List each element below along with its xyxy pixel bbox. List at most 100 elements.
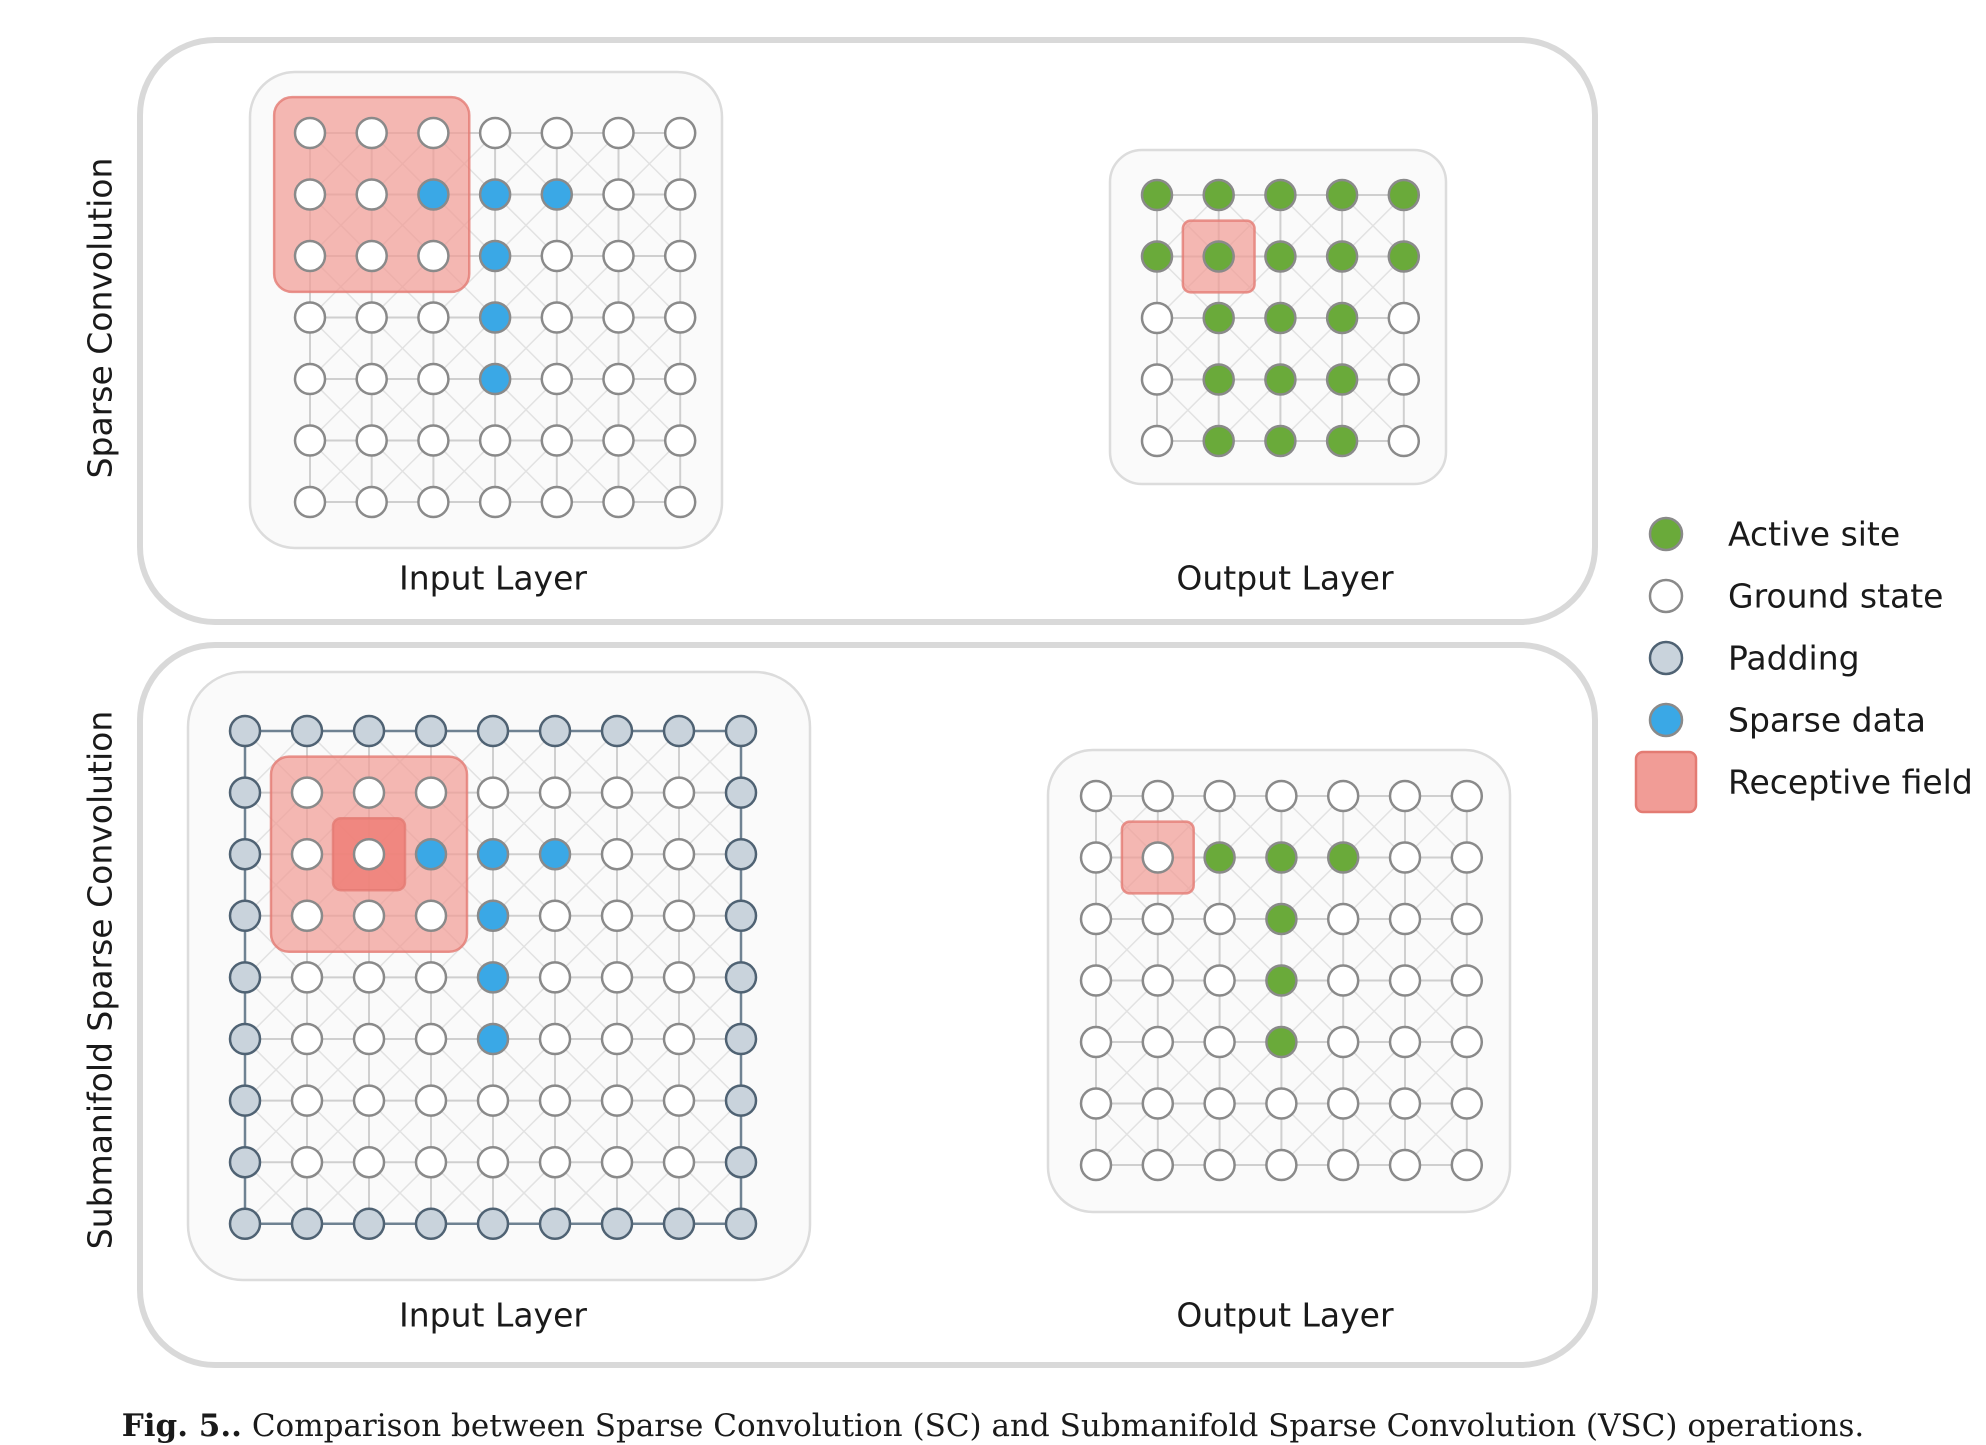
active-site-node [1325, 178, 1359, 212]
ground-state-node [540, 301, 574, 334]
active-site-node [1202, 363, 1235, 396]
active-site-node [1202, 178, 1235, 212]
ground-state-node [1141, 1087, 1175, 1120]
ground-state-node [538, 776, 572, 809]
padding-node [724, 714, 758, 748]
ground-state-node [663, 178, 697, 211]
ground-state-node [1079, 1148, 1113, 1182]
active-site-node [1325, 424, 1359, 458]
padding-node [228, 1022, 262, 1056]
active-site-node [1265, 902, 1298, 936]
active-site-node [1264, 301, 1297, 335]
padding-node [724, 1207, 758, 1241]
receptive-field-icon [1634, 750, 1698, 814]
sparse-data-node [476, 1022, 510, 1056]
sparse-data-node [476, 961, 510, 994]
active-site-node [1140, 178, 1174, 212]
ground-state-node [540, 239, 574, 273]
ground-state-node [293, 362, 327, 396]
ground-state-node [293, 485, 327, 519]
ground-state-node [476, 1084, 510, 1117]
padding-node [228, 776, 262, 809]
ground-state-node [538, 1022, 572, 1056]
ground-state-node [352, 837, 386, 871]
ground-state-node [538, 961, 572, 994]
ground-state-node [1326, 964, 1360, 997]
ground-state-node [355, 239, 388, 273]
ground-state-node [478, 116, 512, 150]
caption-prefix: Fig. 5.. [121, 1408, 242, 1444]
ground-state-node [1203, 902, 1236, 936]
ground-state-node [1079, 1087, 1113, 1120]
ground-state-node [602, 116, 635, 150]
ground-state-node [663, 116, 697, 150]
padding-node [228, 714, 262, 748]
input-layer-grid [272, 95, 697, 519]
ground-state-node [478, 424, 512, 457]
ground-state-node [602, 362, 635, 396]
ground-state-node [1388, 1148, 1422, 1182]
ground-state-node [290, 1022, 324, 1056]
ground-state-node [1326, 902, 1360, 936]
legend-label: Sparse data [1728, 701, 1926, 740]
sparse-data-node [417, 178, 450, 211]
ground-state-node [355, 485, 388, 519]
padding-node [724, 776, 758, 809]
ground-state-node [1079, 841, 1113, 874]
ground-state-node [602, 301, 635, 334]
padding-node [600, 714, 634, 748]
ground-state-node [1450, 964, 1484, 997]
ground-state-node [414, 1145, 448, 1179]
active-site-node [1325, 363, 1359, 396]
ground-state-node [1326, 1087, 1360, 1120]
legend-item: Ground state [1648, 577, 1943, 616]
padding-node [352, 1207, 386, 1241]
ground-state-node [1450, 1087, 1484, 1120]
ground-state-node [1079, 902, 1113, 936]
node-group [1140, 178, 1421, 458]
ground-state-node [290, 1145, 324, 1179]
ground-state-node [478, 485, 512, 519]
ground-state-node [355, 301, 388, 334]
ground-state-node [600, 776, 634, 809]
ground-state-node [600, 1145, 634, 1179]
ground-state-node [414, 961, 448, 994]
ground-state-node [1079, 1025, 1113, 1059]
ground-state-node [600, 1022, 634, 1056]
ground-state-node [1387, 424, 1421, 458]
ground-state-node [662, 837, 696, 871]
ground-state-node [663, 301, 697, 334]
sparse-data-node [414, 837, 448, 871]
ground-state-node [1326, 1025, 1360, 1059]
ground-state-node [352, 961, 386, 994]
ground-state-node [662, 899, 696, 933]
ground-state-node [540, 362, 574, 396]
padding-node [724, 1084, 758, 1117]
padding-node [600, 1207, 634, 1241]
padding-node [662, 1207, 696, 1241]
output-layer-label: Output Layer [1176, 559, 1394, 598]
ground-state-node [1203, 779, 1236, 813]
ground-state-node [414, 776, 448, 809]
ground-state-node [1140, 363, 1174, 396]
ground-state-node [1326, 779, 1360, 813]
ground-state-node [1079, 779, 1113, 813]
ground-state-node [663, 239, 697, 273]
padding-node [228, 1084, 262, 1117]
ground-state-node [1141, 779, 1175, 813]
active-site-node [1387, 178, 1421, 212]
padding-node [414, 714, 448, 748]
caption-text: Comparison between Sparse Convolution (S… [251, 1408, 1865, 1444]
ground-state-node [1388, 1087, 1422, 1120]
active-site-node [1326, 841, 1360, 874]
legend-label: Active site [1728, 515, 1900, 554]
ground-state-node [1265, 779, 1298, 813]
padding-node [662, 714, 696, 748]
padding-node [724, 1145, 758, 1179]
ground-state-node [600, 961, 634, 994]
input-layer-label: Input Layer [399, 1296, 587, 1335]
ground-state-node [540, 424, 574, 457]
legend-label: Padding [1728, 639, 1860, 678]
padding-node [228, 1207, 262, 1241]
